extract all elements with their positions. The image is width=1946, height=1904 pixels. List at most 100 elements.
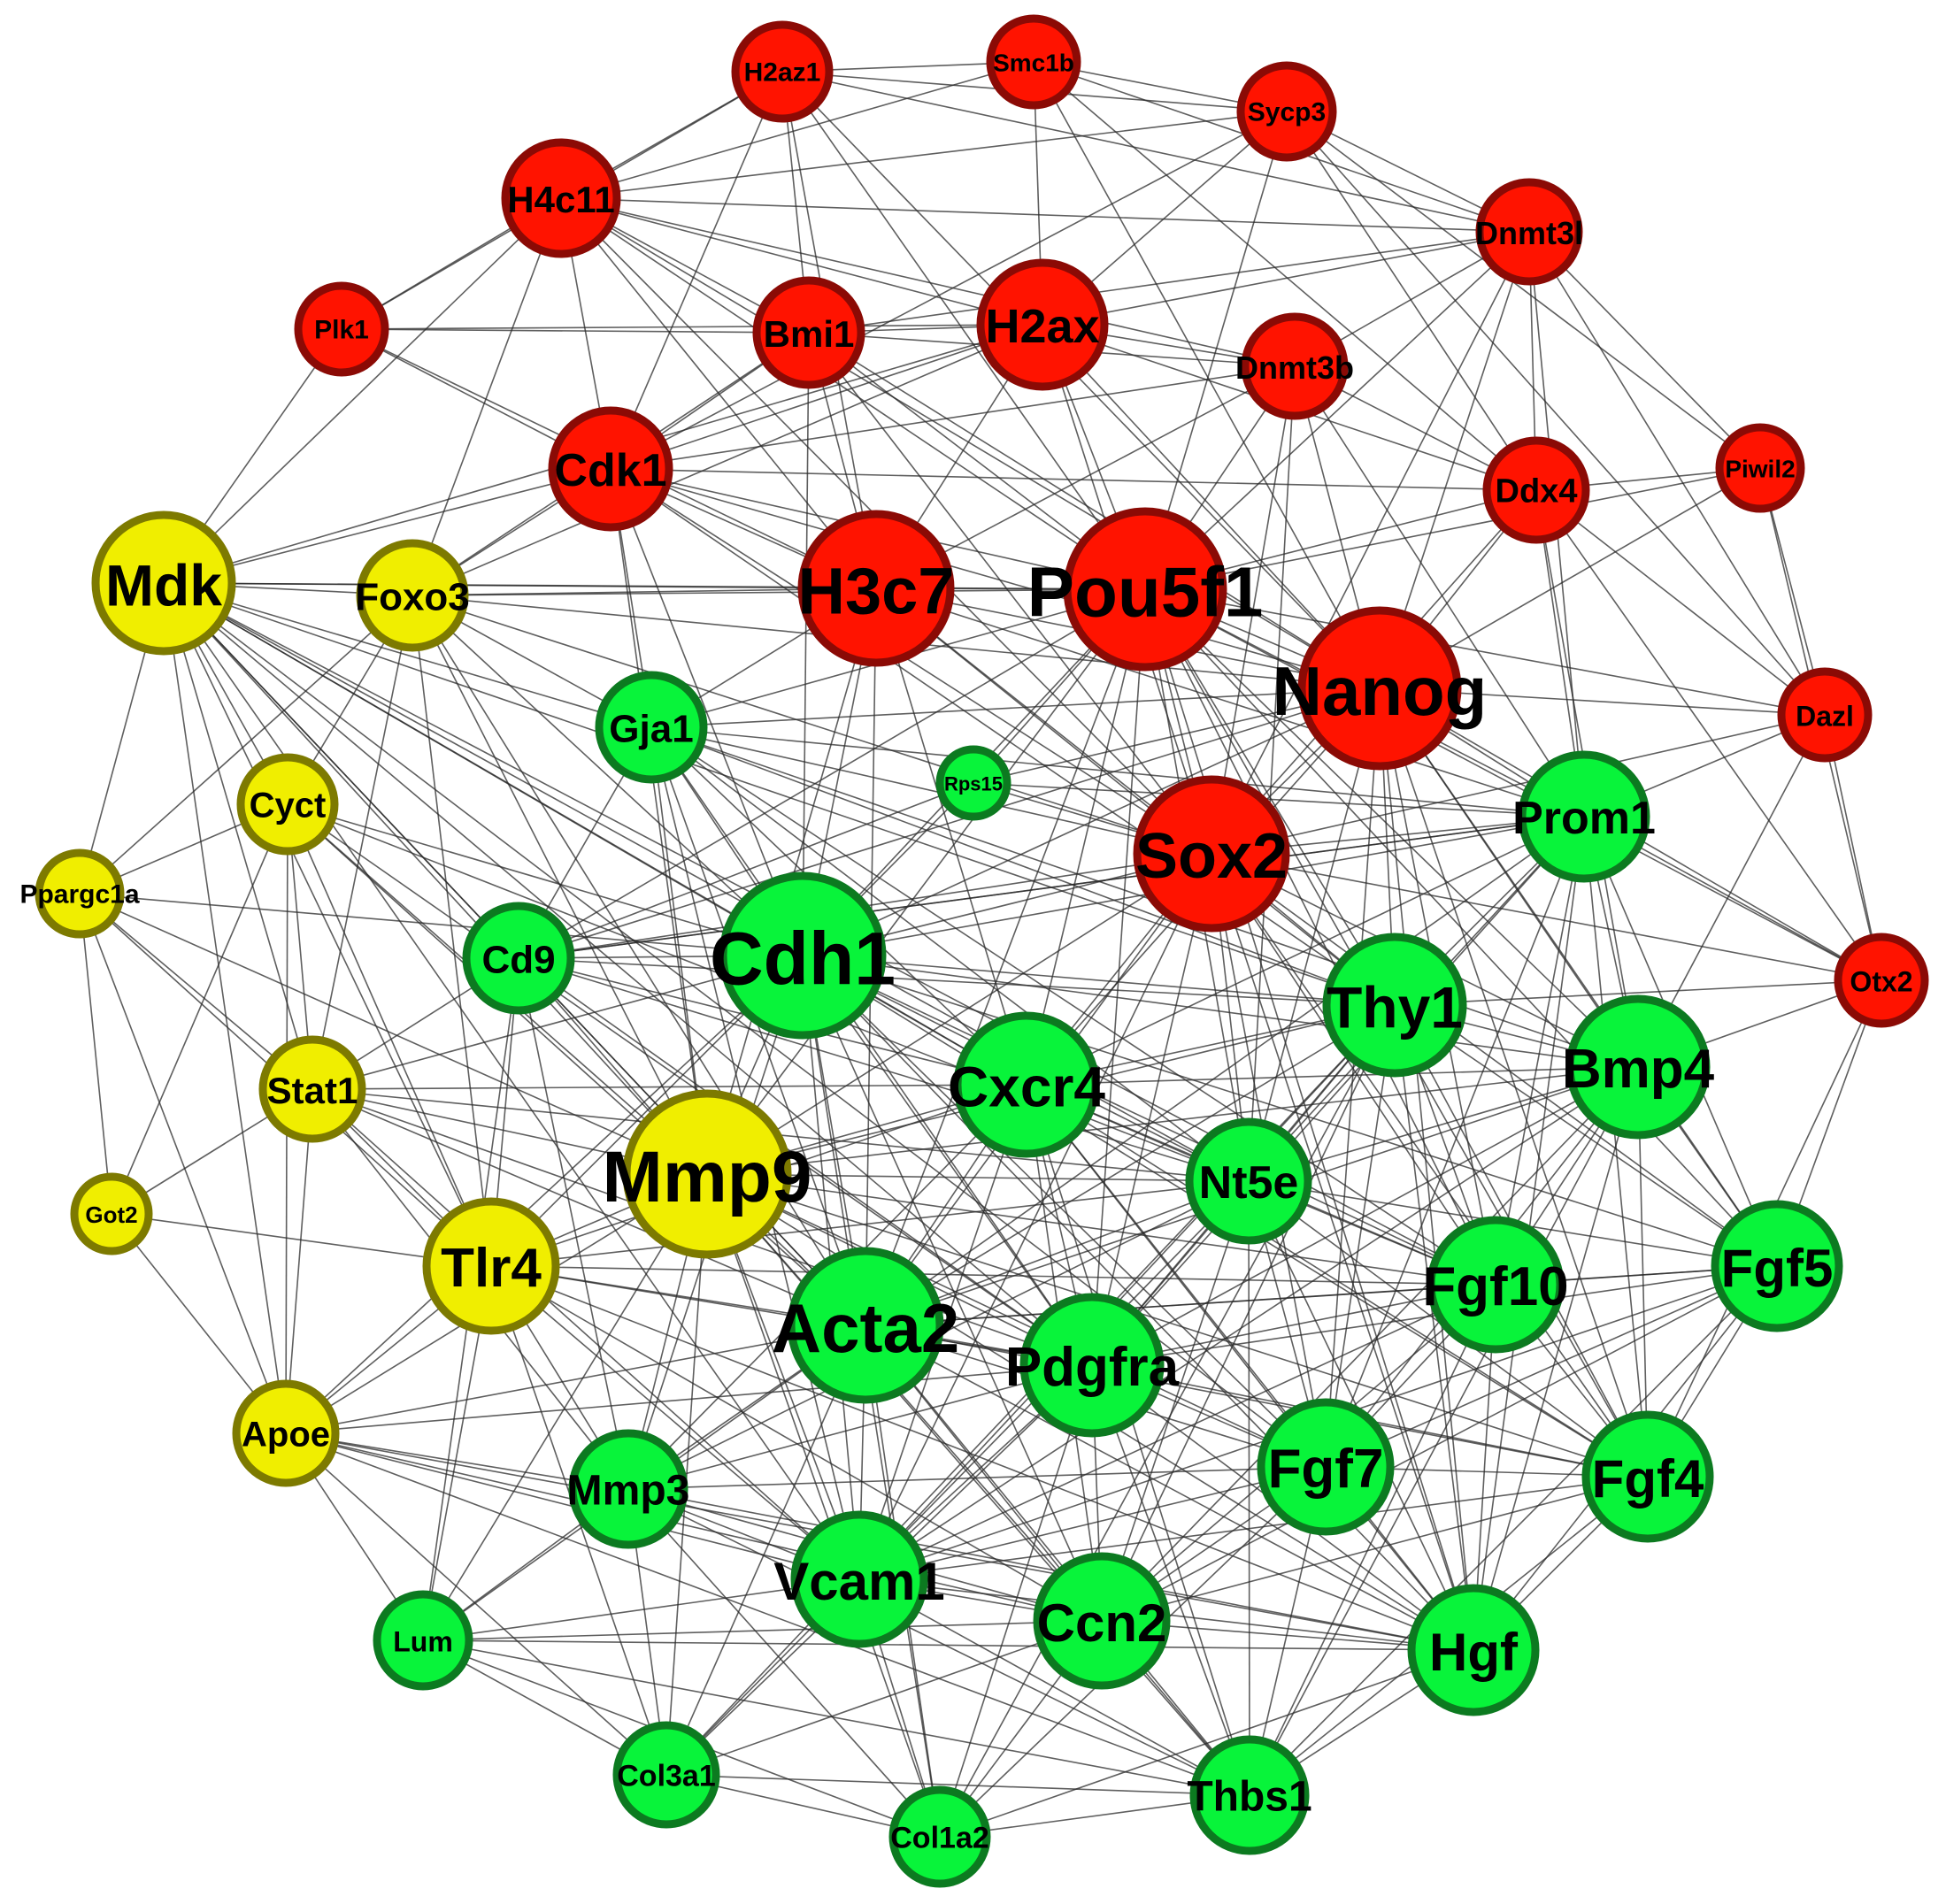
node-bmi1[interactable]: Bmi1 (752, 276, 865, 389)
node-circle-green[interactable] (1019, 1293, 1165, 1438)
node-pdgfra[interactable]: Pdgfra (1005, 1293, 1180, 1438)
node-pou5f1[interactable]: Pou5f1 (1027, 507, 1264, 672)
node-col3a1[interactable]: Col3a1 (612, 1721, 720, 1829)
node-apoe[interactable]: Apoe (232, 1379, 340, 1487)
node-vcam1[interactable]: Vcam1 (773, 1510, 945, 1648)
node-hgf[interactable]: Hgf (1407, 1584, 1540, 1716)
node-circle-yellow[interactable] (232, 1379, 340, 1487)
node-circle-red[interactable] (1063, 507, 1227, 672)
node-foxo3[interactable]: Foxo3 (355, 539, 470, 652)
node-col1a2[interactable]: Col1a2 (888, 1785, 991, 1888)
node-mmp9[interactable]: Mmp9 (603, 1089, 812, 1259)
node-circle-green[interactable] (1581, 1410, 1714, 1543)
node-circle-green[interactable] (1518, 750, 1650, 883)
node-circle-red[interactable] (294, 281, 389, 377)
node-prom1[interactable]: Prom1 (1512, 750, 1656, 883)
node-circle-green[interactable] (935, 745, 1011, 821)
node-circle-red[interactable] (1715, 423, 1805, 513)
node-circle-red[interactable] (1133, 775, 1290, 933)
node-circle-green[interactable] (373, 1590, 473, 1691)
node-stat1[interactable]: Stat1 (258, 1035, 366, 1143)
node-got2[interactable]: Got2 (70, 1172, 153, 1255)
node-cxcr4[interactable]: Cxcr4 (948, 1011, 1105, 1158)
node-cd9[interactable]: Cd9 (462, 902, 575, 1015)
node-thy1[interactable]: Thy1 (1322, 933, 1467, 1078)
node-fgf10[interactable]: Fgf10 (1422, 1216, 1569, 1354)
node-circle-yellow[interactable] (35, 848, 125, 939)
node-circle-yellow[interactable] (91, 511, 236, 656)
node-circle-red[interactable] (1475, 178, 1583, 286)
node-otx2[interactable]: Otx2 (1834, 933, 1929, 1028)
node-circle-green[interactable] (953, 1011, 1100, 1158)
node-plk1[interactable]: Plk1 (294, 281, 389, 377)
node-circle-green[interactable] (595, 671, 708, 784)
node-circle-green[interactable] (787, 1247, 944, 1404)
node-dnmt3b[interactable]: Dnmt3b (1235, 312, 1354, 420)
node-circle-yellow[interactable] (70, 1172, 153, 1255)
node-circle-green[interactable] (568, 1429, 688, 1549)
node-circle-red[interactable] (1482, 436, 1590, 544)
node-sycp3[interactable]: Sycp3 (1236, 61, 1337, 162)
node-ppargc1a[interactable]: Ppargc1a (19, 848, 140, 939)
node-circle-green[interactable] (1407, 1584, 1540, 1716)
node-circle-green[interactable] (790, 1510, 928, 1648)
node-circle-green[interactable] (719, 871, 887, 1040)
node-dnmt3l[interactable]: Dnmt3l (1475, 178, 1583, 286)
node-dazl[interactable]: Dazl (1777, 667, 1873, 763)
node-circle-yellow[interactable] (422, 1197, 560, 1335)
node-h4c11[interactable]: H4c11 (501, 138, 621, 258)
node-fgf7[interactable]: Fgf7 (1257, 1398, 1395, 1536)
node-h2az1[interactable]: H2az1 (731, 20, 834, 123)
node-bmp4[interactable]: Bmp4 (1562, 994, 1715, 1140)
node-fgf4[interactable]: Fgf4 (1581, 1410, 1714, 1543)
node-circle-red[interactable] (501, 138, 621, 258)
node-mmp3[interactable]: Mmp3 (567, 1429, 690, 1549)
node-circle-green[interactable] (1427, 1216, 1565, 1354)
node-cyct[interactable]: Cyct (236, 753, 339, 856)
node-rps15[interactable]: Rps15 (935, 745, 1011, 821)
node-nt5e[interactable]: Nt5e (1185, 1117, 1312, 1245)
node-circle-red[interactable] (976, 258, 1109, 391)
node-ddx4[interactable]: Ddx4 (1482, 436, 1590, 544)
node-circle-red[interactable] (1241, 312, 1349, 420)
node-nanog[interactable]: Nanog (1273, 606, 1488, 771)
node-circle-red[interactable] (1777, 667, 1873, 763)
node-circle-green[interactable] (1322, 933, 1467, 1078)
node-circle-green[interactable] (1257, 1398, 1395, 1536)
node-h2ax[interactable]: H2ax (976, 258, 1109, 391)
node-circle-green[interactable] (462, 902, 575, 1015)
node-lum[interactable]: Lum (373, 1590, 473, 1691)
node-circle-green[interactable] (1711, 1200, 1843, 1332)
node-sox2[interactable]: Sox2 (1133, 775, 1290, 933)
node-mdk[interactable]: Mdk (91, 511, 236, 656)
node-ccn2[interactable]: Ccn2 (1033, 1552, 1171, 1690)
node-piwil2[interactable]: Piwil2 (1715, 423, 1805, 513)
node-circle-red[interactable] (548, 406, 673, 532)
node-circle-green[interactable] (1033, 1552, 1171, 1690)
node-circle-green[interactable] (888, 1785, 991, 1888)
node-circle-red[interactable] (752, 276, 865, 389)
node-gja1[interactable]: Gja1 (595, 671, 708, 784)
node-cdh1[interactable]: Cdh1 (710, 871, 896, 1040)
node-circle-yellow[interactable] (236, 753, 339, 856)
node-circle-yellow[interactable] (622, 1089, 792, 1259)
node-circle-yellow[interactable] (258, 1035, 366, 1143)
node-acta2[interactable]: Acta2 (772, 1247, 959, 1404)
node-h3c7[interactable]: H3c7 (797, 510, 955, 667)
node-circle-red[interactable] (986, 14, 1081, 110)
node-circle-red[interactable] (1297, 606, 1462, 771)
node-circle-yellow[interactable] (356, 539, 469, 652)
node-circle-green[interactable] (1185, 1117, 1312, 1245)
node-thbs1[interactable]: Thbs1 (1187, 1735, 1312, 1855)
node-circle-red[interactable] (797, 510, 955, 667)
node-circle-red[interactable] (1834, 933, 1929, 1028)
node-circle-red[interactable] (731, 20, 834, 123)
node-fgf5[interactable]: Fgf5 (1711, 1200, 1843, 1332)
node-circle-green[interactable] (1565, 994, 1711, 1140)
node-cdk1[interactable]: Cdk1 (548, 406, 673, 532)
node-circle-green[interactable] (1189, 1735, 1310, 1855)
node-smc1b[interactable]: Smc1b (986, 14, 1081, 110)
node-tlr4[interactable]: Tlr4 (422, 1197, 560, 1335)
node-circle-red[interactable] (1236, 61, 1337, 162)
node-circle-green[interactable] (612, 1721, 720, 1829)
